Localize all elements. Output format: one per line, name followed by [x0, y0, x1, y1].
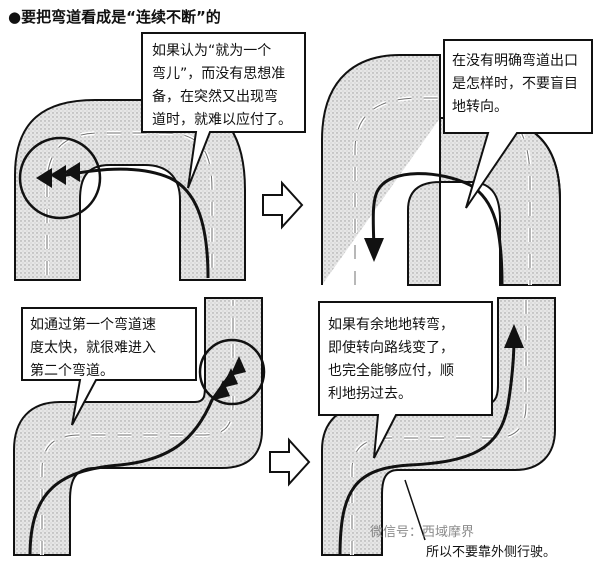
page-title: ●要把弯道看成是“连续不断”的: [8, 8, 221, 26]
arrowhead-icon: [36, 168, 52, 188]
highlight-circle: [198, 338, 266, 406]
highlight-circle: [18, 136, 102, 220]
arrowhead-icon: [364, 238, 384, 262]
panel-top-left: [14, 32, 306, 281]
arrowhead-icon: [504, 324, 524, 348]
bubble-text-top-right: 在没有明确弯道出口 是怎样时，不要盲目 地转向。: [452, 53, 578, 115]
speech-bubble: [141, 32, 306, 189]
next-arrow-icon: [269, 437, 311, 487]
speech-bubble: [318, 301, 493, 459]
bubble-text-top-left: 如果认为“就为一个 弯儿”，而没有思想准 备，在突然又出现弯 道时，就难以应付了…: [152, 43, 292, 128]
arrowhead-icon: [230, 356, 246, 376]
arrowhead-icon: [214, 380, 230, 400]
speech-bubble: [21, 307, 197, 426]
panel-top-right: [321, 39, 593, 286]
vehicle-path: [28, 371, 234, 557]
watermark: 微信号：西域摩界: [370, 525, 475, 540]
caption: 所以不要靠外侧行驶。: [426, 545, 557, 560]
vehicle-path: [371, 172, 504, 286]
speech-bubble: [443, 39, 593, 209]
arrowhead-icon: [64, 162, 80, 182]
arrowhead-icon: [50, 165, 66, 185]
vehicle-path: [338, 337, 516, 557]
next-arrow-icon: [262, 180, 304, 230]
caption-pointer: [404, 479, 426, 541]
arrowhead-icon: [222, 368, 238, 388]
bubble-text-bottom-left: 如通过第一个弯道速 度太快，就很难进入 第二个弯道。: [30, 317, 156, 379]
panel-bottom-right: [318, 297, 556, 557]
panel-bottom-left: [13, 297, 266, 557]
bubble-text-bottom-right: 如果有余地地转弯， 即使转向路线变了， 也完全能够应付，顺 利地拐过去。: [328, 317, 454, 402]
vehicle-path: [61, 167, 210, 279]
